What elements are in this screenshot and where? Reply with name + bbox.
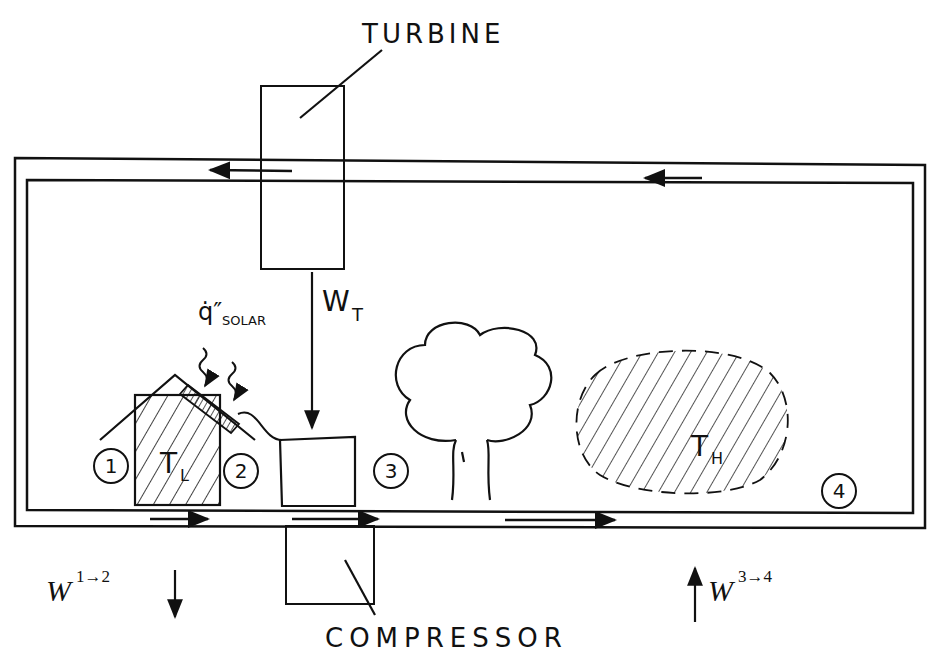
flow-arrow xyxy=(292,518,378,521)
tree-drawing xyxy=(452,440,456,500)
solar-wire xyxy=(238,413,282,440)
flow-arrow xyxy=(505,519,615,522)
node-label: 4 xyxy=(823,475,855,507)
pipe-loop xyxy=(15,158,925,528)
solar-wire xyxy=(238,413,282,440)
heat-flux-subscript: SOLAR xyxy=(222,314,266,327)
reservoir-blob xyxy=(576,351,787,494)
work-symbol: W xyxy=(708,576,733,606)
heat-flux-symbol: q̇″ xyxy=(198,300,222,324)
node-label: 2 xyxy=(225,455,257,487)
work-symbol: W xyxy=(46,576,71,606)
node-label: 3 xyxy=(375,455,407,487)
pipe-loop xyxy=(15,158,925,528)
tree-drawing xyxy=(396,323,551,500)
compressor-box: COMPRESSOR xyxy=(285,525,375,605)
node-label: T xyxy=(160,450,177,478)
load-box xyxy=(280,437,355,506)
solar-ray xyxy=(200,348,237,400)
station-number: 3 xyxy=(373,453,409,489)
flow-arrow xyxy=(645,177,702,180)
work-arrow xyxy=(174,570,176,617)
station-number: 4 xyxy=(821,473,857,509)
tree-drawing xyxy=(396,323,551,442)
solar-ray xyxy=(229,362,237,400)
leader-line xyxy=(345,560,375,615)
station-number: 2 xyxy=(223,453,259,489)
turbine-box: TURBINE xyxy=(260,85,345,270)
tree-drawing xyxy=(487,440,490,500)
leader-line xyxy=(300,50,382,615)
leader-line xyxy=(300,50,382,118)
node-label: L xyxy=(180,468,189,484)
node-label: COMPRESSOR xyxy=(325,625,568,651)
house-roof xyxy=(100,375,255,440)
node-label: TURBINE xyxy=(362,21,504,47)
work-superscript: 3→4 xyxy=(738,568,772,585)
pipe-loop xyxy=(27,180,913,513)
reservoir-outline xyxy=(565,345,795,495)
node-label: T xyxy=(691,433,708,461)
hot-reservoir: TH xyxy=(565,345,795,495)
solar-ray xyxy=(200,348,208,386)
work-subscript: T xyxy=(352,306,363,324)
station-number: 1 xyxy=(93,448,129,484)
load-box xyxy=(280,437,355,506)
node-label: H xyxy=(711,451,723,467)
tree-drawing xyxy=(462,452,464,462)
house-wall xyxy=(135,395,220,505)
flow-arrow xyxy=(150,518,208,521)
flow-arrow xyxy=(210,170,292,171)
node-label: 1 xyxy=(95,450,127,482)
work-superscript: 1→2 xyxy=(76,568,110,585)
work-symbol: W xyxy=(322,288,350,316)
work-arrow xyxy=(311,272,313,428)
work-arrow xyxy=(694,568,696,622)
